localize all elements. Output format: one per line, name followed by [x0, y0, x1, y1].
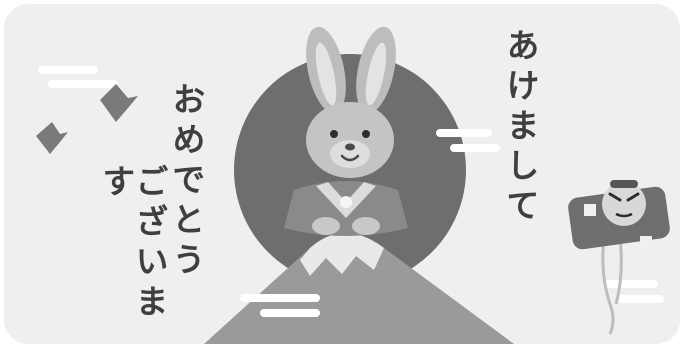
- rabbit-in-kimono-icon: [284, 26, 408, 236]
- new-year-card: あけまして おめでとう ございます: [4, 4, 680, 344]
- flying-birds-icon: [36, 84, 138, 154]
- yakko-kite-icon: [568, 180, 670, 335]
- mist-clouds-icon: [38, 66, 664, 317]
- illustration: [36, 26, 670, 344]
- greeting-line-1: あけまして: [501, 28, 540, 228]
- greeting-line-2: おめでとう: [167, 82, 206, 282]
- mount-fuji-icon: [204, 233, 514, 344]
- greeting-line-3: ございます: [97, 164, 169, 324]
